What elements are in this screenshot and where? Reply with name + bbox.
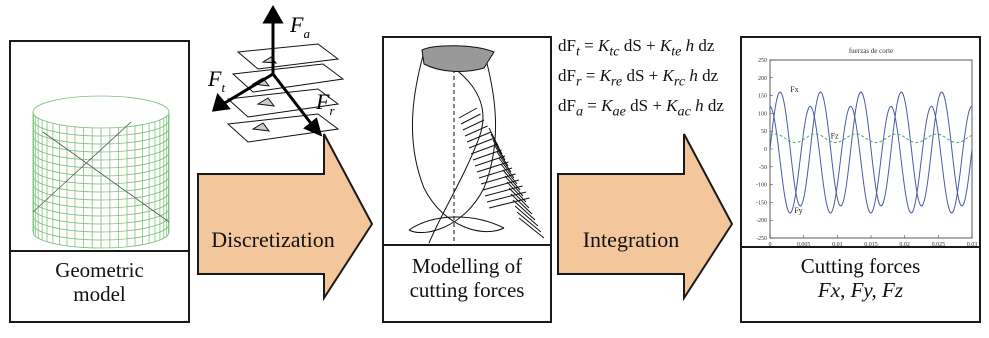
y-tick-label: -200 [756, 218, 767, 224]
geometric-caption-line1: Geometric [55, 258, 144, 282]
ft-label: Ft [207, 66, 225, 95]
x-tick-label: 0.03 [967, 242, 978, 248]
x-tick-label: 0.015 [864, 242, 878, 248]
cutting-forces-caption: Cutting forces Fx, Fy, Fz [742, 246, 979, 321]
cutting-forces-chart: fuerzas de corte 250 200 150 100 50 0 -50 -100 -1… [756, 47, 978, 250]
cutting-forces-box: fuerzas de corte 250 200 150 100 50 0 -50 -100 -1… [740, 36, 981, 323]
cylinder-wireframe [32, 95, 170, 249]
y-tick-label: -100 [756, 183, 767, 189]
fr-label: Fr [315, 89, 335, 118]
y-tick-label: 0 [764, 147, 767, 153]
x-tick-label: 0 [769, 242, 772, 248]
discretization-arrow [197, 133, 374, 302]
integration-label: Integration [582, 227, 680, 252]
cutting-caption-line2: Fx, Fy, Fz [817, 278, 904, 302]
y-tick-label: 200 [758, 76, 767, 82]
x-tick-label: 0.025 [932, 242, 946, 248]
y-tick-label: -150 [756, 200, 767, 206]
equation-dft: dFt = Ktc dS + Kte h dz [558, 36, 715, 60]
series-line-fz [769, 133, 973, 144]
cutting-caption-line1: Cutting forces [800, 254, 921, 278]
y-tick-label: 50 [761, 129, 767, 135]
x-tick-label: 0.005 [797, 242, 811, 248]
helical-tool-sketch [408, 45, 545, 244]
y-tick-label: -50 [759, 165, 767, 171]
geometric-model-box: Geometric model [9, 40, 190, 323]
series-label-fx: Fx [790, 85, 798, 94]
series-line-fy [769, 105, 973, 214]
fa-label: Fa [289, 12, 310, 41]
y-tick-label: 150 [758, 94, 767, 100]
equation-dfa: dFa = Kae dS + Kac h dz [558, 96, 724, 120]
series-label-fz: Fz [831, 131, 839, 140]
modelling-caption: Modelling of cutting forces [384, 244, 550, 321]
x-tick-label: 0.01 [832, 242, 843, 248]
equation-dfr: dFr = Kre dS + Krc h dz [558, 66, 719, 90]
geometric-caption-line2: model [73, 282, 126, 306]
modelling-caption-line1: Modelling of [411, 254, 523, 278]
series-label-fy: Fy [794, 206, 802, 215]
geometric-model-caption: Geometric model [11, 250, 188, 321]
modelling-box: Modelling of cutting forces [382, 36, 552, 323]
discretization-label: Discretization [211, 227, 335, 252]
y-tick-label: -250 [756, 236, 767, 242]
x-tick-label: 0.02 [899, 242, 910, 248]
y-tick-label: 250 [758, 58, 767, 64]
series-line-fx [769, 91, 973, 207]
y-tick-label: 100 [758, 111, 767, 117]
chart-title: fuerzas de corte [849, 47, 893, 55]
modelling-caption-line2: cutting forces [409, 278, 525, 302]
force-axes-diagram: Fa Ft Fr [207, 4, 345, 143]
integration-arrow [557, 133, 734, 302]
